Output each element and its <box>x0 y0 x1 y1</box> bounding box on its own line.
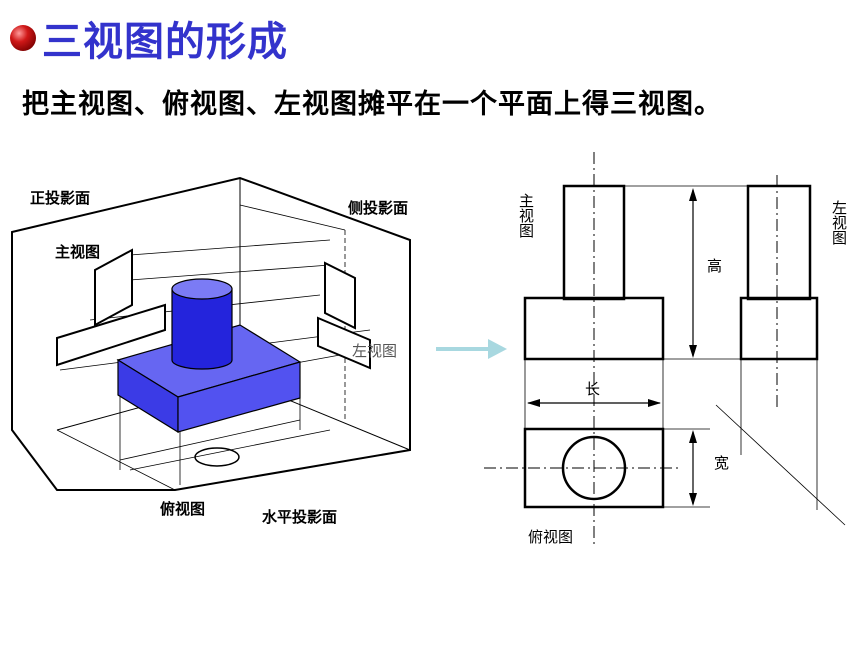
title-row: 三视图的形成 <box>10 8 288 68</box>
label-side-plane: 侧投影面 <box>348 199 408 217</box>
label-iso-left-view: 左视图 <box>352 342 397 360</box>
arrow-icon <box>436 339 507 359</box>
ortho-top-circle <box>561 435 627 501</box>
label-width: 宽 <box>714 454 729 472</box>
page-title: 三视图的形成 <box>42 19 288 65</box>
label-iso-front-view: 主视图 <box>55 243 100 261</box>
label-ortho-left-view: 左视图 <box>830 200 848 245</box>
solid-cylinder <box>171 288 233 370</box>
label-iso-top-view: 俯视图 <box>160 500 205 518</box>
subtitle: 把主视图、俯视图、左视图摊平在一个平面上得三视图。 <box>22 89 722 120</box>
label-horizontal-plane: 水平投影面 <box>262 508 337 526</box>
label-ortho-front-view: 主视图 <box>517 193 535 238</box>
bullet-icon <box>10 25 36 51</box>
label-ortho-top-view: 俯视图 <box>528 528 573 546</box>
solid-base-side <box>177 361 301 433</box>
ortho-diagram <box>484 152 846 548</box>
label-length: 长 <box>585 380 600 398</box>
ortho-top-base <box>523 427 665 509</box>
ortho-left-cylinder <box>746 184 812 301</box>
iso-diagram <box>11 176 411 491</box>
ortho-left-base <box>739 296 819 361</box>
ortho-front-base <box>523 296 665 361</box>
label-height: 高 <box>705 258 723 273</box>
label-frontal-plane: 正投影面 <box>30 189 90 207</box>
